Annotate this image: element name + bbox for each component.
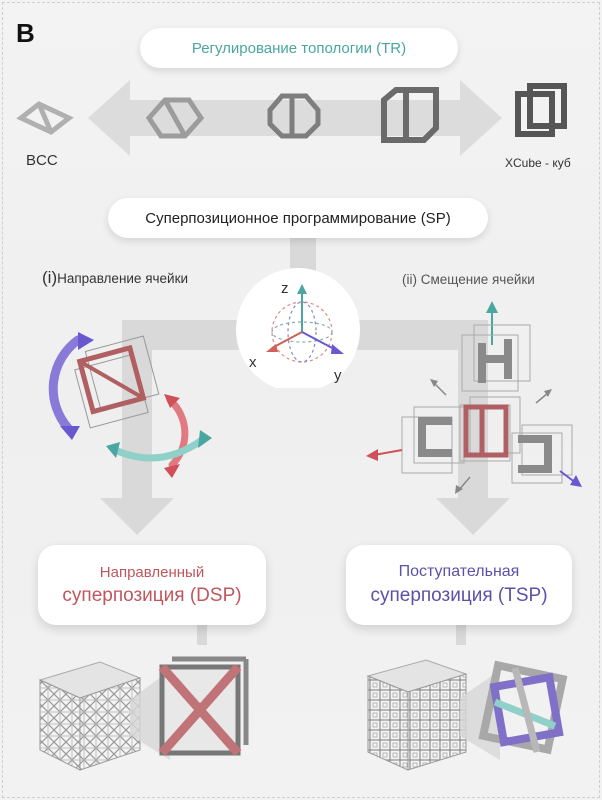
blue-arrowhead bbox=[570, 475, 582, 487]
left-down-head bbox=[100, 498, 174, 535]
left-offset-cell bbox=[401, 406, 465, 474]
cell-rotation-diagram bbox=[48, 332, 212, 478]
xcube-label: XCube - куб bbox=[505, 156, 571, 170]
x-axis-label: x bbox=[249, 354, 257, 371]
tr-stage-3-icon bbox=[267, 93, 321, 139]
tsp-zoom-cell bbox=[478, 660, 568, 755]
tr-stage-4-icon bbox=[381, 87, 439, 143]
dsp-line-1: Направленный bbox=[99, 563, 205, 581]
left-bottom-shaft bbox=[197, 625, 207, 645]
tr-title: Регулирование топологии (TR) bbox=[191, 39, 407, 57]
red-left-arrowhead bbox=[366, 449, 378, 461]
tsp-lattice-block bbox=[366, 659, 468, 771]
teal-up-arrowhead bbox=[486, 301, 498, 313]
xcube-cell-icon bbox=[515, 83, 567, 137]
center-offset-cell bbox=[459, 396, 521, 462]
y-axis-label: y bbox=[334, 367, 342, 384]
bcc-label: BCC bbox=[26, 152, 58, 169]
cell-orientation-label: Направление ячейки bbox=[57, 271, 189, 286]
rotating-cell-icon bbox=[74, 335, 160, 429]
x-axis-arrow bbox=[271, 331, 303, 349]
lattice-results bbox=[38, 656, 568, 771]
bcc-cell-icon bbox=[16, 101, 74, 135]
right-bottom-shaft bbox=[456, 625, 466, 645]
right-offset-cell bbox=[511, 424, 573, 484]
cell-orientation-marker: (i) bbox=[42, 268, 58, 287]
dsp-line-2: суперпозиция (DSP) bbox=[62, 584, 242, 606]
right-down-head bbox=[436, 498, 510, 535]
dsp-zoom-cell bbox=[158, 656, 249, 756]
sp-title-pill: Суперпозиционное программирование (SP) bbox=[108, 198, 488, 238]
top-offset-cell bbox=[461, 324, 531, 392]
panel-letter: B bbox=[16, 18, 35, 48]
z-axis-label: z bbox=[281, 280, 289, 297]
dsp-box: Направленный суперпозиция (DSP) bbox=[38, 545, 266, 625]
sp-title: Суперпозиционное программирование (SP) bbox=[145, 209, 451, 227]
tr-stage-2-icon bbox=[145, 97, 205, 139]
tsp-box: Поступательная суперпозиция (TSP) bbox=[346, 545, 572, 625]
cell-offset-label: (ii) Смещение ячейки bbox=[402, 272, 535, 287]
tr-title-pill: Регулирование топологии (TR) bbox=[140, 28, 458, 68]
topology-sequence bbox=[16, 83, 567, 143]
purple-arrowhead-top bbox=[78, 332, 94, 350]
cell-translation-diagram bbox=[366, 301, 582, 494]
cell-orientation-heading: (i)Направление ячейки bbox=[42, 268, 188, 288]
tsp-line-2: суперпозиция (TSP) bbox=[370, 585, 548, 606]
tr-double-arrow bbox=[88, 80, 502, 156]
axes-sphere bbox=[236, 268, 360, 388]
dsp-lattice-block bbox=[38, 661, 142, 771]
purple-arrowhead-bottom bbox=[60, 426, 80, 440]
tsp-line-1: Поступательная bbox=[398, 563, 520, 580]
y-axis-arrow bbox=[301, 331, 337, 351]
